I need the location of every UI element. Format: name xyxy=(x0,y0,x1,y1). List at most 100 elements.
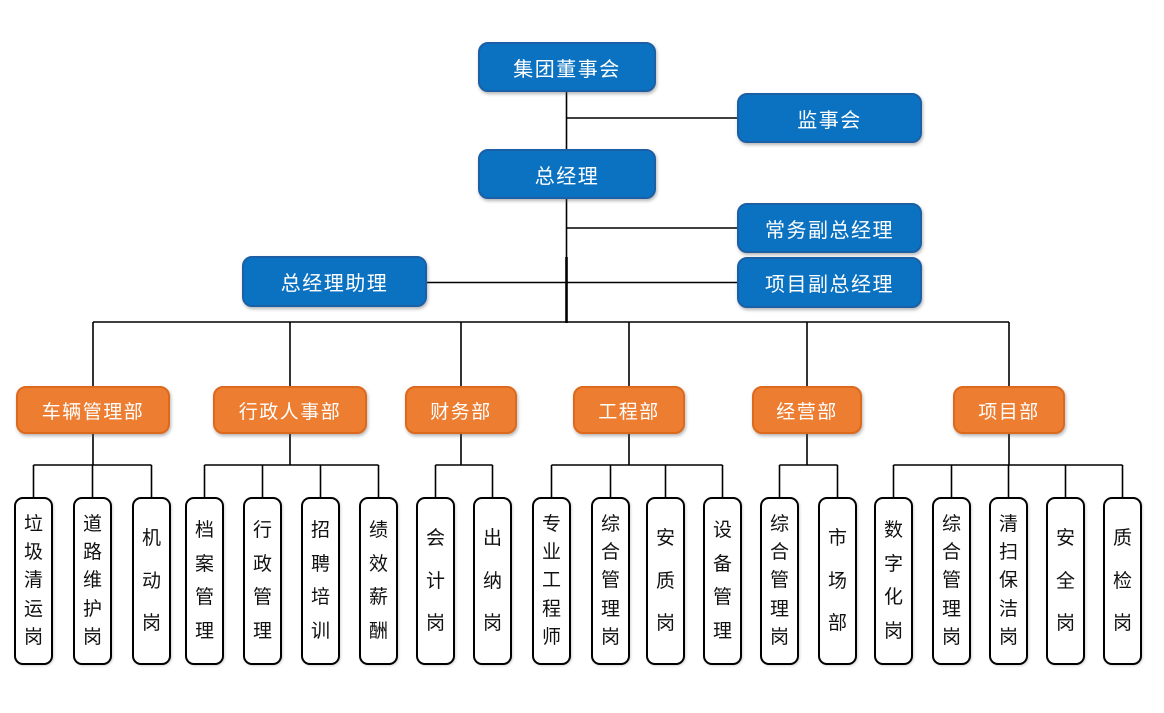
position-label-char: 垃 xyxy=(23,514,43,536)
position-label-char: 管 xyxy=(252,587,272,609)
node-board-of-directors-label: 集团董事会 xyxy=(513,58,621,81)
position-label-char: 圾 xyxy=(23,542,43,564)
dept-engineering: 工程部 xyxy=(573,386,685,434)
dept-operations: 经营部 xyxy=(752,386,862,434)
position-label-char: 数 xyxy=(883,519,903,541)
position-label-char: 岗 xyxy=(600,626,620,648)
position-label-char: 理 xyxy=(712,621,732,643)
position-label-char: 市 xyxy=(827,528,847,550)
position-engineering-3: 安质岗 xyxy=(646,497,685,665)
position-label-char: 综 xyxy=(941,514,961,536)
position-label-char: 专 xyxy=(541,514,561,536)
position-label-char: 理 xyxy=(252,621,272,643)
position-engineering-1: 专业工程师 xyxy=(532,497,571,665)
dept-project: 项目部 xyxy=(953,386,1065,434)
position-label-char: 招 xyxy=(310,519,330,541)
position-label-char: 理 xyxy=(769,598,789,620)
position-label-char: 岗 xyxy=(141,612,161,634)
position-label-char: 道 xyxy=(82,514,102,536)
position-label-char: 岗 xyxy=(425,612,445,634)
position-finance-2: 出纳岗 xyxy=(473,497,512,665)
position-admin-hr-3: 招聘培训 xyxy=(301,497,340,665)
position-label-char: 综 xyxy=(600,514,620,536)
position-engineering-4: 设备管理 xyxy=(703,497,742,665)
position-label-char: 理 xyxy=(194,621,214,643)
position-label-char: 管 xyxy=(769,570,789,592)
position-label-char: 政 xyxy=(252,553,272,575)
position-label-char: 岗 xyxy=(769,626,789,648)
position-label-char: 安 xyxy=(655,528,675,550)
node-project-deputy-general-manager-label: 项目副总经理 xyxy=(765,274,894,296)
position-label-char: 检 xyxy=(1112,570,1132,592)
position-label-char: 清 xyxy=(23,570,43,592)
position-label-char: 行 xyxy=(252,519,272,541)
dept-operations-label: 经营部 xyxy=(776,401,838,423)
position-label-char: 岗 xyxy=(998,626,1018,648)
position-project-5: 质检岗 xyxy=(1103,497,1142,665)
position-label-char: 程 xyxy=(541,598,561,620)
position-operations-2: 市场部 xyxy=(818,497,857,665)
position-vehicle-management-2: 道路维护岗 xyxy=(73,497,112,665)
position-label-char: 运 xyxy=(23,598,43,620)
node-project-deputy-general-manager: 项目副总经理 xyxy=(737,257,922,308)
position-label-char: 扫 xyxy=(998,542,1018,564)
dept-engineering-label: 工程部 xyxy=(598,401,660,423)
position-label-char: 业 xyxy=(541,542,561,564)
dept-finance: 财务部 xyxy=(405,386,517,434)
node-general-manager: 总经理 xyxy=(478,149,656,199)
position-label-char: 管 xyxy=(194,587,214,609)
position-label-char: 管 xyxy=(941,570,961,592)
node-supervisory-board: 监事会 xyxy=(737,93,922,143)
position-project-4: 安全岗 xyxy=(1046,497,1085,665)
position-label-char: 计 xyxy=(425,570,445,592)
position-label-char: 管 xyxy=(600,570,620,592)
position-label-char: 训 xyxy=(310,621,330,643)
position-label-char: 培 xyxy=(310,587,330,609)
position-label-char: 酬 xyxy=(368,621,388,643)
position-label-char: 工 xyxy=(541,570,561,592)
node-general-manager-assistant-label: 总经理助理 xyxy=(280,273,389,295)
position-label-char: 岗 xyxy=(655,612,675,634)
position-label-char: 动 xyxy=(141,570,161,592)
position-label-char: 纳 xyxy=(482,570,502,592)
position-label-char: 合 xyxy=(941,542,961,564)
position-admin-hr-2: 行政管理 xyxy=(243,497,282,665)
position-label-char: 路 xyxy=(82,542,102,564)
position-label-char: 维 xyxy=(82,570,102,592)
position-label-char: 岗 xyxy=(883,621,903,643)
position-label-char: 合 xyxy=(600,542,620,564)
position-label-char: 岗 xyxy=(1055,612,1075,634)
position-label-char: 质 xyxy=(1112,528,1132,550)
dept-project-label: 项目部 xyxy=(978,401,1040,423)
position-label-char: 综 xyxy=(769,514,789,536)
position-label-char: 清 xyxy=(998,514,1018,536)
position-label-char: 设 xyxy=(712,519,732,541)
position-label-char: 岗 xyxy=(1112,612,1132,634)
position-label-char: 洁 xyxy=(998,598,1018,620)
position-finance-1: 会计岗 xyxy=(416,497,455,665)
position-label-char: 备 xyxy=(712,553,732,575)
position-admin-hr-1: 档案管理 xyxy=(185,497,224,665)
position-label-char: 护 xyxy=(82,598,102,620)
position-label-char: 岗 xyxy=(82,626,102,648)
dept-vehicle-management: 车辆管理部 xyxy=(16,386,170,434)
position-label-char: 理 xyxy=(600,598,620,620)
position-label-char: 字 xyxy=(883,553,903,575)
dept-vehicle-management-label: 车辆管理部 xyxy=(41,401,145,423)
node-executive-deputy-general-manager: 常务副总经理 xyxy=(737,203,922,253)
node-general-manager-label: 总经理 xyxy=(534,165,600,188)
position-label-char: 机 xyxy=(141,528,161,550)
dept-admin-hr-label: 行政人事部 xyxy=(238,401,342,423)
position-project-2: 综合管理岗 xyxy=(932,497,971,665)
position-label-char: 合 xyxy=(769,542,789,564)
position-label-char: 管 xyxy=(712,587,732,609)
position-label-char: 效 xyxy=(368,553,388,575)
position-label-char: 出 xyxy=(482,528,502,550)
position-label-char: 理 xyxy=(941,598,961,620)
position-label-char: 岗 xyxy=(482,612,502,634)
position-vehicle-management-3: 机动岗 xyxy=(132,497,171,665)
position-label-char: 薪 xyxy=(368,587,388,609)
position-label-char: 保 xyxy=(998,570,1018,592)
position-project-1: 数字化岗 xyxy=(874,497,913,665)
